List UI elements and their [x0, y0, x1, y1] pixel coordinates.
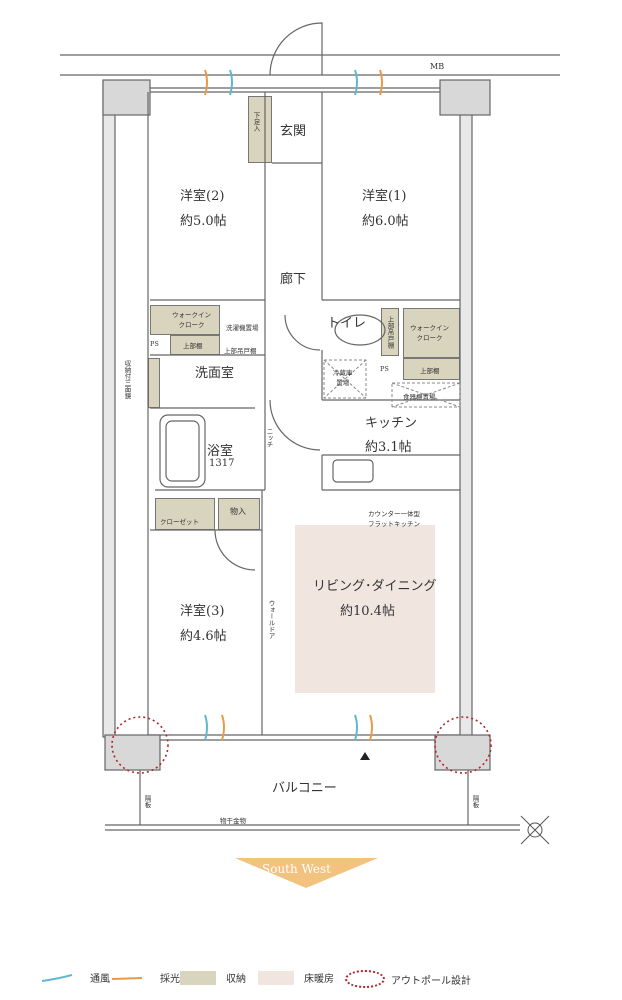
- dish-shelf-label: 食器棚置場: [403, 393, 436, 401]
- upper-shelf-right-label: 上部棚: [420, 367, 440, 375]
- niche-label: ニッチ: [265, 428, 273, 448]
- entrance-label: 玄関: [280, 124, 307, 139]
- room-western2-size: 約5.0帖: [180, 214, 227, 229]
- storage-label: 物入: [230, 507, 246, 516]
- shoe-storage-label: 下足入: [252, 112, 260, 132]
- closet-label: クローゼット: [160, 518, 199, 526]
- daylight-icon: [112, 976, 142, 980]
- room-western2-name: 洋室(2): [180, 189, 225, 204]
- ventilation-icon: [42, 973, 72, 982]
- entry-marker: [360, 752, 370, 760]
- fridge-label: 冷蔵庫 置場: [333, 369, 353, 387]
- room-western1-name: 洋室(1): [362, 189, 407, 204]
- legend-label: 収納: [226, 974, 246, 985]
- kitchen-size: 約3.1帖: [365, 440, 412, 455]
- wic-left-label: ウォークイン クローク: [172, 311, 211, 329]
- legend-floor-heating: 床暖房: [258, 970, 334, 985]
- orientation-banner: [235, 858, 378, 888]
- washroom-label: 洗面室: [195, 366, 235, 381]
- bath-name: 浴室: [207, 444, 234, 459]
- kitchen-name: キッチン: [365, 416, 418, 431]
- legend-label: アウトポール設計: [391, 975, 471, 987]
- compass-icon: [520, 815, 550, 845]
- legend-ventilation: 通風: [42, 970, 110, 985]
- mirror-label: 収納付三面鏡: [123, 360, 131, 399]
- clothes-hanger-label: 物干金物: [220, 817, 246, 825]
- walldoor-label: ウォールドア: [267, 600, 275, 639]
- bath-size: 1317: [209, 458, 235, 469]
- hallway-label: 廊下: [280, 272, 307, 287]
- ps-right-label: PS: [380, 365, 389, 373]
- toilet-cabinet: [381, 308, 399, 356]
- outpole-marker-left: [111, 716, 169, 774]
- legend-label: 床暖房: [304, 974, 334, 985]
- legend-label: 採光: [160, 974, 180, 985]
- toilet-cabinet-label: 上部吊戸棚: [386, 316, 394, 349]
- balcony-label: バルコニー: [272, 781, 337, 796]
- mb-label: MB: [430, 62, 445, 71]
- closet-storage: [155, 498, 215, 530]
- room-western1-size: 約6.0帖: [362, 214, 409, 229]
- floor-heating-area: [295, 525, 435, 693]
- living-size: 約10.4帖: [340, 604, 395, 619]
- legend-daylight: 採光: [112, 970, 180, 985]
- legend-outpole: アウトポール設計: [345, 970, 471, 988]
- room-western3-size: 約4.6帖: [180, 629, 227, 644]
- shoe-storage: [248, 96, 272, 163]
- partition-left-label: 隔板: [143, 795, 151, 808]
- outpole-marker-right: [434, 716, 492, 774]
- living-name: リビング･ダイニング: [313, 579, 437, 594]
- partition-right-label: 隔板: [471, 795, 479, 808]
- toilet-label: トイレ: [327, 316, 367, 331]
- legend-label: 通風: [90, 974, 110, 985]
- wic-right-label: ウォークイン クローク: [410, 324, 449, 342]
- orientation-label: South West: [262, 862, 331, 876]
- storage-box: [218, 498, 260, 530]
- ps-left-label: PS: [150, 340, 159, 348]
- room-western3-name: 洋室(3): [180, 604, 225, 619]
- upper-cabinet-label: 上部吊戸棚: [224, 347, 257, 355]
- counter-label: カウンター一体型 フラットキッチン: [368, 510, 420, 528]
- laundry-label: 洗濯機置場: [226, 324, 259, 332]
- legend-storage: 収納: [180, 970, 246, 985]
- upper-shelf-left-label: 上部棚: [183, 342, 203, 350]
- wic-left: [150, 305, 220, 335]
